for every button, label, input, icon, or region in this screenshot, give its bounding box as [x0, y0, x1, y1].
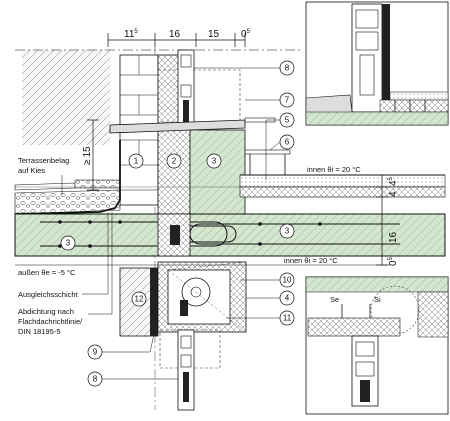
dim-right-1: 45 — [388, 176, 399, 186]
svg-text:11: 11 — [283, 314, 292, 323]
callout-9: 9 — [87, 329, 156, 360]
window-sill — [109, 119, 246, 134]
svg-text:7: 7 — [285, 96, 290, 105]
dim-left-1: ≥15 — [82, 146, 93, 165]
floor-buildup-interior — [239, 174, 446, 198]
window-frame-top — [177, 49, 195, 131]
detail-top-right — [305, 1, 449, 126]
callout-6: 6 — [269, 134, 295, 151]
callout-2: 2 — [166, 153, 182, 169]
label-si: Si — [374, 295, 381, 304]
svg-text:12: 12 — [135, 295, 144, 304]
dim-top-3: 15 — [208, 29, 220, 40]
label-se: Se — [330, 295, 339, 304]
waterproof-membrane — [14, 140, 121, 215]
label-inside-bottom: innen θi = 20 °C — [284, 256, 338, 265]
callout-12: 12 — [131, 291, 147, 307]
callout-4: 4 — [246, 290, 295, 306]
svg-text:3: 3 — [66, 239, 71, 248]
label-terrace-line1: Terrassenbelag — [18, 156, 69, 165]
concrete-parapet — [189, 129, 246, 226]
dimension-chain-top: 115 16 15 05 — [107, 29, 251, 47]
label-leveling: Ausgleichsschicht — [18, 290, 79, 299]
exterior-brick-column — [22, 50, 110, 145]
dim-right-3: 16 — [388, 231, 399, 243]
terrace-gravel — [14, 179, 121, 215]
callout-1: 1 — [128, 153, 144, 169]
floor-support-bracket — [244, 149, 291, 175]
label-outside: außen θe = -5 °C — [18, 268, 76, 277]
svg-text:9: 9 — [93, 348, 98, 357]
dimension-chain-left: ≥15 — [82, 119, 99, 191]
lower-masonry — [119, 267, 159, 337]
svg-text:10: 10 — [283, 276, 292, 285]
label-seal-line3: DIN 18195-5 — [18, 327, 61, 336]
dim-top-1: 115 — [124, 29, 138, 40]
floor-slab — [14, 213, 446, 257]
detail-bottom-right: Se Si — [305, 276, 449, 415]
svg-text:1: 1 — [134, 157, 139, 166]
callout-11: 11 — [226, 310, 295, 326]
svg-text:8: 8 — [285, 64, 290, 73]
svg-text:3: 3 — [285, 227, 290, 236]
callout-5: 5 — [265, 112, 295, 180]
callout-8-top: 8 — [194, 60, 295, 76]
svg-text:2: 2 — [172, 157, 177, 166]
dim-top-4: 05 — [241, 29, 251, 40]
callout-3-left: 3 — [60, 235, 76, 251]
callout-3-top: 3 — [206, 153, 222, 169]
label-inside-top: innen θi = 20 °C — [307, 165, 361, 174]
label-terrace-line2: auf Kies — [18, 166, 45, 175]
callout-8-bottom: 8 — [87, 371, 178, 387]
svg-text:3: 3 — [212, 157, 217, 166]
dimension-chain-right: 45 4 16 05 — [376, 174, 399, 266]
callout-3-right: 3 — [279, 223, 295, 239]
window-frame-bottom — [177, 329, 195, 411]
svg-text:8: 8 — [93, 375, 98, 384]
callout-10: 10 — [240, 272, 295, 288]
svg-text:6: 6 — [285, 138, 290, 147]
thermal-break-core — [170, 225, 180, 245]
label-seal-line1: Abdichtung nach — [18, 307, 74, 316]
dim-right-2: 4 — [388, 191, 399, 197]
svg-text:5: 5 — [285, 116, 290, 125]
dim-top-2: 16 — [169, 29, 181, 40]
dim-right-4: 05 — [388, 256, 399, 266]
callout-7: 7 — [245, 92, 295, 108]
svg-text:4: 4 — [285, 294, 290, 303]
roller-shutter-box — [157, 261, 247, 333]
label-seal-line2: Flachdachrichtlinie/ — [18, 317, 83, 326]
